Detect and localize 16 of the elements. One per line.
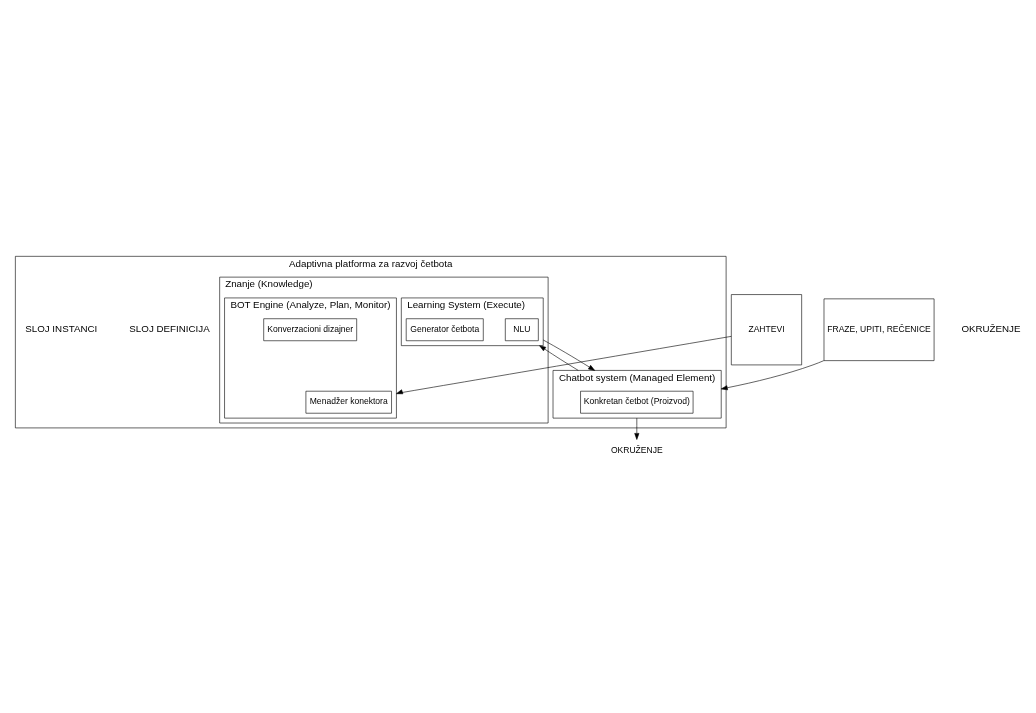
arrow <box>539 345 579 371</box>
node-box: Konverzacioni dizajner <box>263 318 357 342</box>
node-box: ZAHTEVI <box>731 294 802 366</box>
node-text: OKRUŽENJE <box>610 444 663 455</box>
label: SLOJ INSTANCI <box>25 323 98 335</box>
node-box: NLU <box>505 318 539 342</box>
label: OKRUŽENJE <box>961 323 1021 335</box>
arrow <box>542 339 595 371</box>
node-box: Generator četbota <box>405 318 484 342</box>
arrow <box>720 360 825 391</box>
node-box: Menadžer konektora <box>305 390 392 414</box>
arrow <box>634 417 640 440</box>
label: SLOJ DEFINICIJA <box>129 323 210 335</box>
node-box: FRAZE, UPITI, REČENICE <box>823 298 935 361</box>
arrow <box>396 336 732 395</box>
node-box: Konkretan četbot (Proizvod) <box>580 390 694 414</box>
